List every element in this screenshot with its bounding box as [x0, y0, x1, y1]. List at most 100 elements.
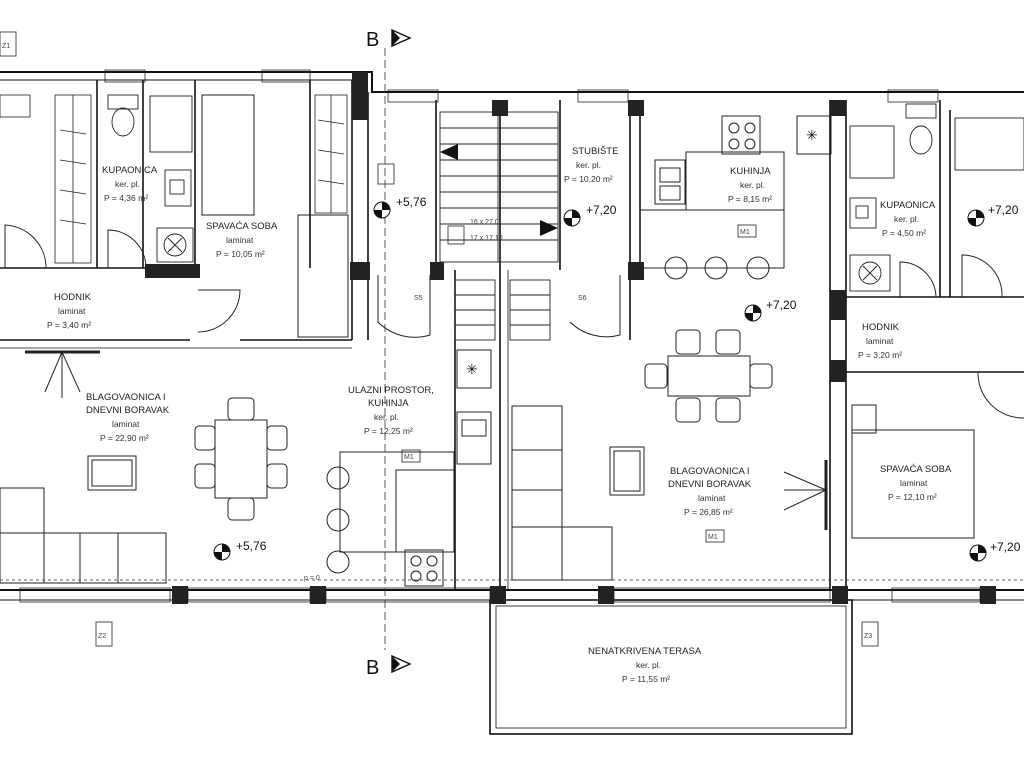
level-label-living-right: +7,20	[766, 298, 797, 312]
mark-s6: S6	[578, 295, 587, 302]
svg-text:P = 10,05 m²: P = 10,05 m²	[216, 249, 265, 259]
level-symbol-fills	[214, 202, 986, 561]
room-spavaca-left: SPAVAĆA SOBA laminat P = 10,05 m²	[206, 221, 278, 259]
svg-text:BLAGOVAONICA i: BLAGOVAONICA i	[670, 466, 750, 477]
svg-text:KUHINJA: KUHINJA	[730, 166, 771, 177]
mark-z2-box	[95, 621, 113, 647]
svg-text:KUPAONICA: KUPAONICA	[102, 165, 158, 176]
mark-m1-kuhinja: M1	[740, 229, 750, 236]
section-label-top: B	[366, 29, 379, 51]
svg-text:SPAVAĆA SOBA: SPAVAĆA SOBA	[880, 464, 952, 475]
windows	[19, 69, 981, 603]
mark-z-box-stairs	[377, 163, 395, 185]
svg-text:NENATKRIVENA TERASA: NENATKRIVENA TERASA	[588, 646, 702, 657]
mark-z3: Z3	[864, 633, 872, 640]
svg-text:ker. pl.: ker. pl.	[740, 180, 765, 190]
sofas	[0, 405, 645, 584]
mark-m1-living: M1	[708, 534, 718, 541]
svg-text:P = 4,36 m²: P = 4,36 m²	[104, 193, 148, 203]
room-terasa: NENATKRIVENA TERASA ker. pl. P = 11,55 m…	[588, 646, 702, 684]
svg-text:ULAZNI PROSTOR,: ULAZNI PROSTOR,	[348, 385, 434, 396]
stair-mark-box	[447, 225, 465, 245]
svg-text:P = 10,20 m²: P = 10,20 m²	[564, 174, 613, 184]
dining-left	[194, 397, 288, 521]
hood-mark-right: ✳	[806, 127, 818, 143]
mark-z1: Z1	[2, 43, 10, 50]
svg-text:P = 4,50 m²: P = 4,50 m²	[882, 228, 926, 238]
mark-m1-ulazni: M1	[404, 454, 414, 461]
stair-note-1: 16 x 27,0	[470, 219, 499, 226]
svg-text:laminat: laminat	[226, 235, 254, 245]
doors	[4, 224, 1024, 419]
wardrobes	[0, 94, 348, 264]
staircase	[439, 111, 559, 341]
mark-z1-box	[0, 31, 17, 57]
level-label-bath-right: +7,20	[988, 203, 1019, 217]
dining-right	[644, 329, 773, 423]
beds	[201, 94, 975, 539]
svg-text:P = 8,15 m²: P = 8,15 m²	[728, 194, 772, 204]
mark-m1-box-ulazni	[401, 449, 421, 463]
svg-text:P = 12,25 m²: P = 12,25 m²	[364, 426, 413, 436]
svg-text:SPAVAĆA SOBA: SPAVAĆA SOBA	[206, 221, 278, 232]
section-arrow-bottom-fill	[392, 656, 400, 672]
svg-text:KUPAONICA: KUPAONICA	[880, 200, 936, 211]
glazing-markers	[25, 350, 828, 530]
stair-note-2: 17 x 17,10	[470, 235, 503, 242]
room-kupaonica-left: KUPAONICA ker. pl. P = 4,36 m²	[102, 165, 158, 203]
svg-text:ker. pl.: ker. pl.	[636, 660, 661, 670]
room-blagovaonica-right: BLAGOVAONICA i DNEVNI BORAVAK laminat P …	[668, 466, 752, 517]
mark-m1-box-kuhinja	[737, 224, 757, 238]
bathroom-fixtures	[107, 94, 1024, 292]
mark-p0: p = 0	[304, 575, 320, 582]
level-label-bedroom-right: +7,20	[990, 540, 1021, 554]
svg-text:ker. pl.: ker. pl.	[115, 179, 140, 189]
room-hodnik-left: HODNIK laminat P = 3,40 m²	[47, 292, 92, 330]
svg-text:P = 11,55 m²: P = 11,55 m²	[622, 674, 670, 684]
kitchen-fixtures	[326, 115, 832, 587]
svg-text:P = 3,20 m²: P = 3,20 m²	[858, 350, 902, 360]
level-label-stairs-right: +7,20	[586, 203, 617, 217]
svg-text:STUBIŠTE: STUBIŠTE	[572, 146, 618, 157]
room-kupaonica-right: KUPAONICA ker. pl. P = 4,50 m²	[880, 200, 936, 238]
svg-text:ker. pl.: ker. pl.	[576, 160, 601, 170]
section-label-bottom: B	[366, 657, 379, 679]
svg-text:laminat: laminat	[58, 306, 86, 316]
svg-text:BLAGOVAONICA i: BLAGOVAONICA i	[86, 392, 166, 403]
mark-z3-box	[861, 621, 879, 647]
svg-text:P = 22,90 m²: P = 22,90 m²	[100, 433, 149, 443]
svg-text:ker. pl.: ker. pl.	[894, 214, 919, 224]
mark-z2: Z2	[98, 633, 106, 640]
svg-text:KUHINJA: KUHINJA	[368, 398, 409, 409]
svg-text:HODNIK: HODNIK	[54, 292, 92, 303]
room-blagovaonica-left: BLAGOVAONICA i DNEVNI BORAVAK laminat P …	[86, 392, 170, 443]
room-spavaca-right: SPAVAĆA SOBA laminat P = 12,10 m²	[880, 464, 952, 502]
svg-text:P = 26,85 m²: P = 26,85 m²	[684, 507, 733, 517]
svg-text:P = 3,40 m²: P = 3,40 m²	[47, 320, 91, 330]
room-kuhinja: KUHINJA ker. pl. P = 8,15 m²	[728, 166, 772, 204]
svg-text:laminat: laminat	[698, 493, 726, 503]
svg-text:ker. pl.: ker. pl.	[374, 412, 399, 422]
section-arrow-top-fill	[392, 30, 400, 46]
level-label-living-left: +5,76	[236, 539, 267, 553]
svg-text:DNEVNI BORAVAK: DNEVNI BORAVAK	[86, 405, 170, 416]
hood-mark-left: ✳	[466, 361, 478, 377]
mark-s5: S5	[414, 295, 423, 302]
section-line	[0, 48, 1024, 650]
svg-text:laminat: laminat	[112, 419, 140, 429]
outer-walls	[0, 71, 1024, 735]
svg-text:laminat: laminat	[866, 336, 894, 346]
room-stubiste: STUBIŠTE ker. pl. P = 10,20 m²	[564, 146, 618, 184]
svg-text:DNEVNI BORAVAK: DNEVNI BORAVAK	[668, 479, 752, 490]
level-label-stairs-left: +5,76	[396, 195, 427, 209]
room-hodnik-right: HODNIK laminat P = 3,20 m²	[858, 322, 902, 360]
mark-m1-box-living	[705, 529, 725, 543]
svg-text:HODNIK: HODNIK	[862, 322, 900, 333]
stair-arrow-right	[540, 220, 558, 236]
room-ulazni: ULAZNI PROSTOR, KUHINJA ker. pl. P = 12,…	[348, 385, 434, 436]
stair-arrow-up	[440, 144, 458, 160]
svg-text:laminat: laminat	[900, 478, 928, 488]
svg-text:P = 12,10 m²: P = 12,10 m²	[888, 492, 937, 502]
